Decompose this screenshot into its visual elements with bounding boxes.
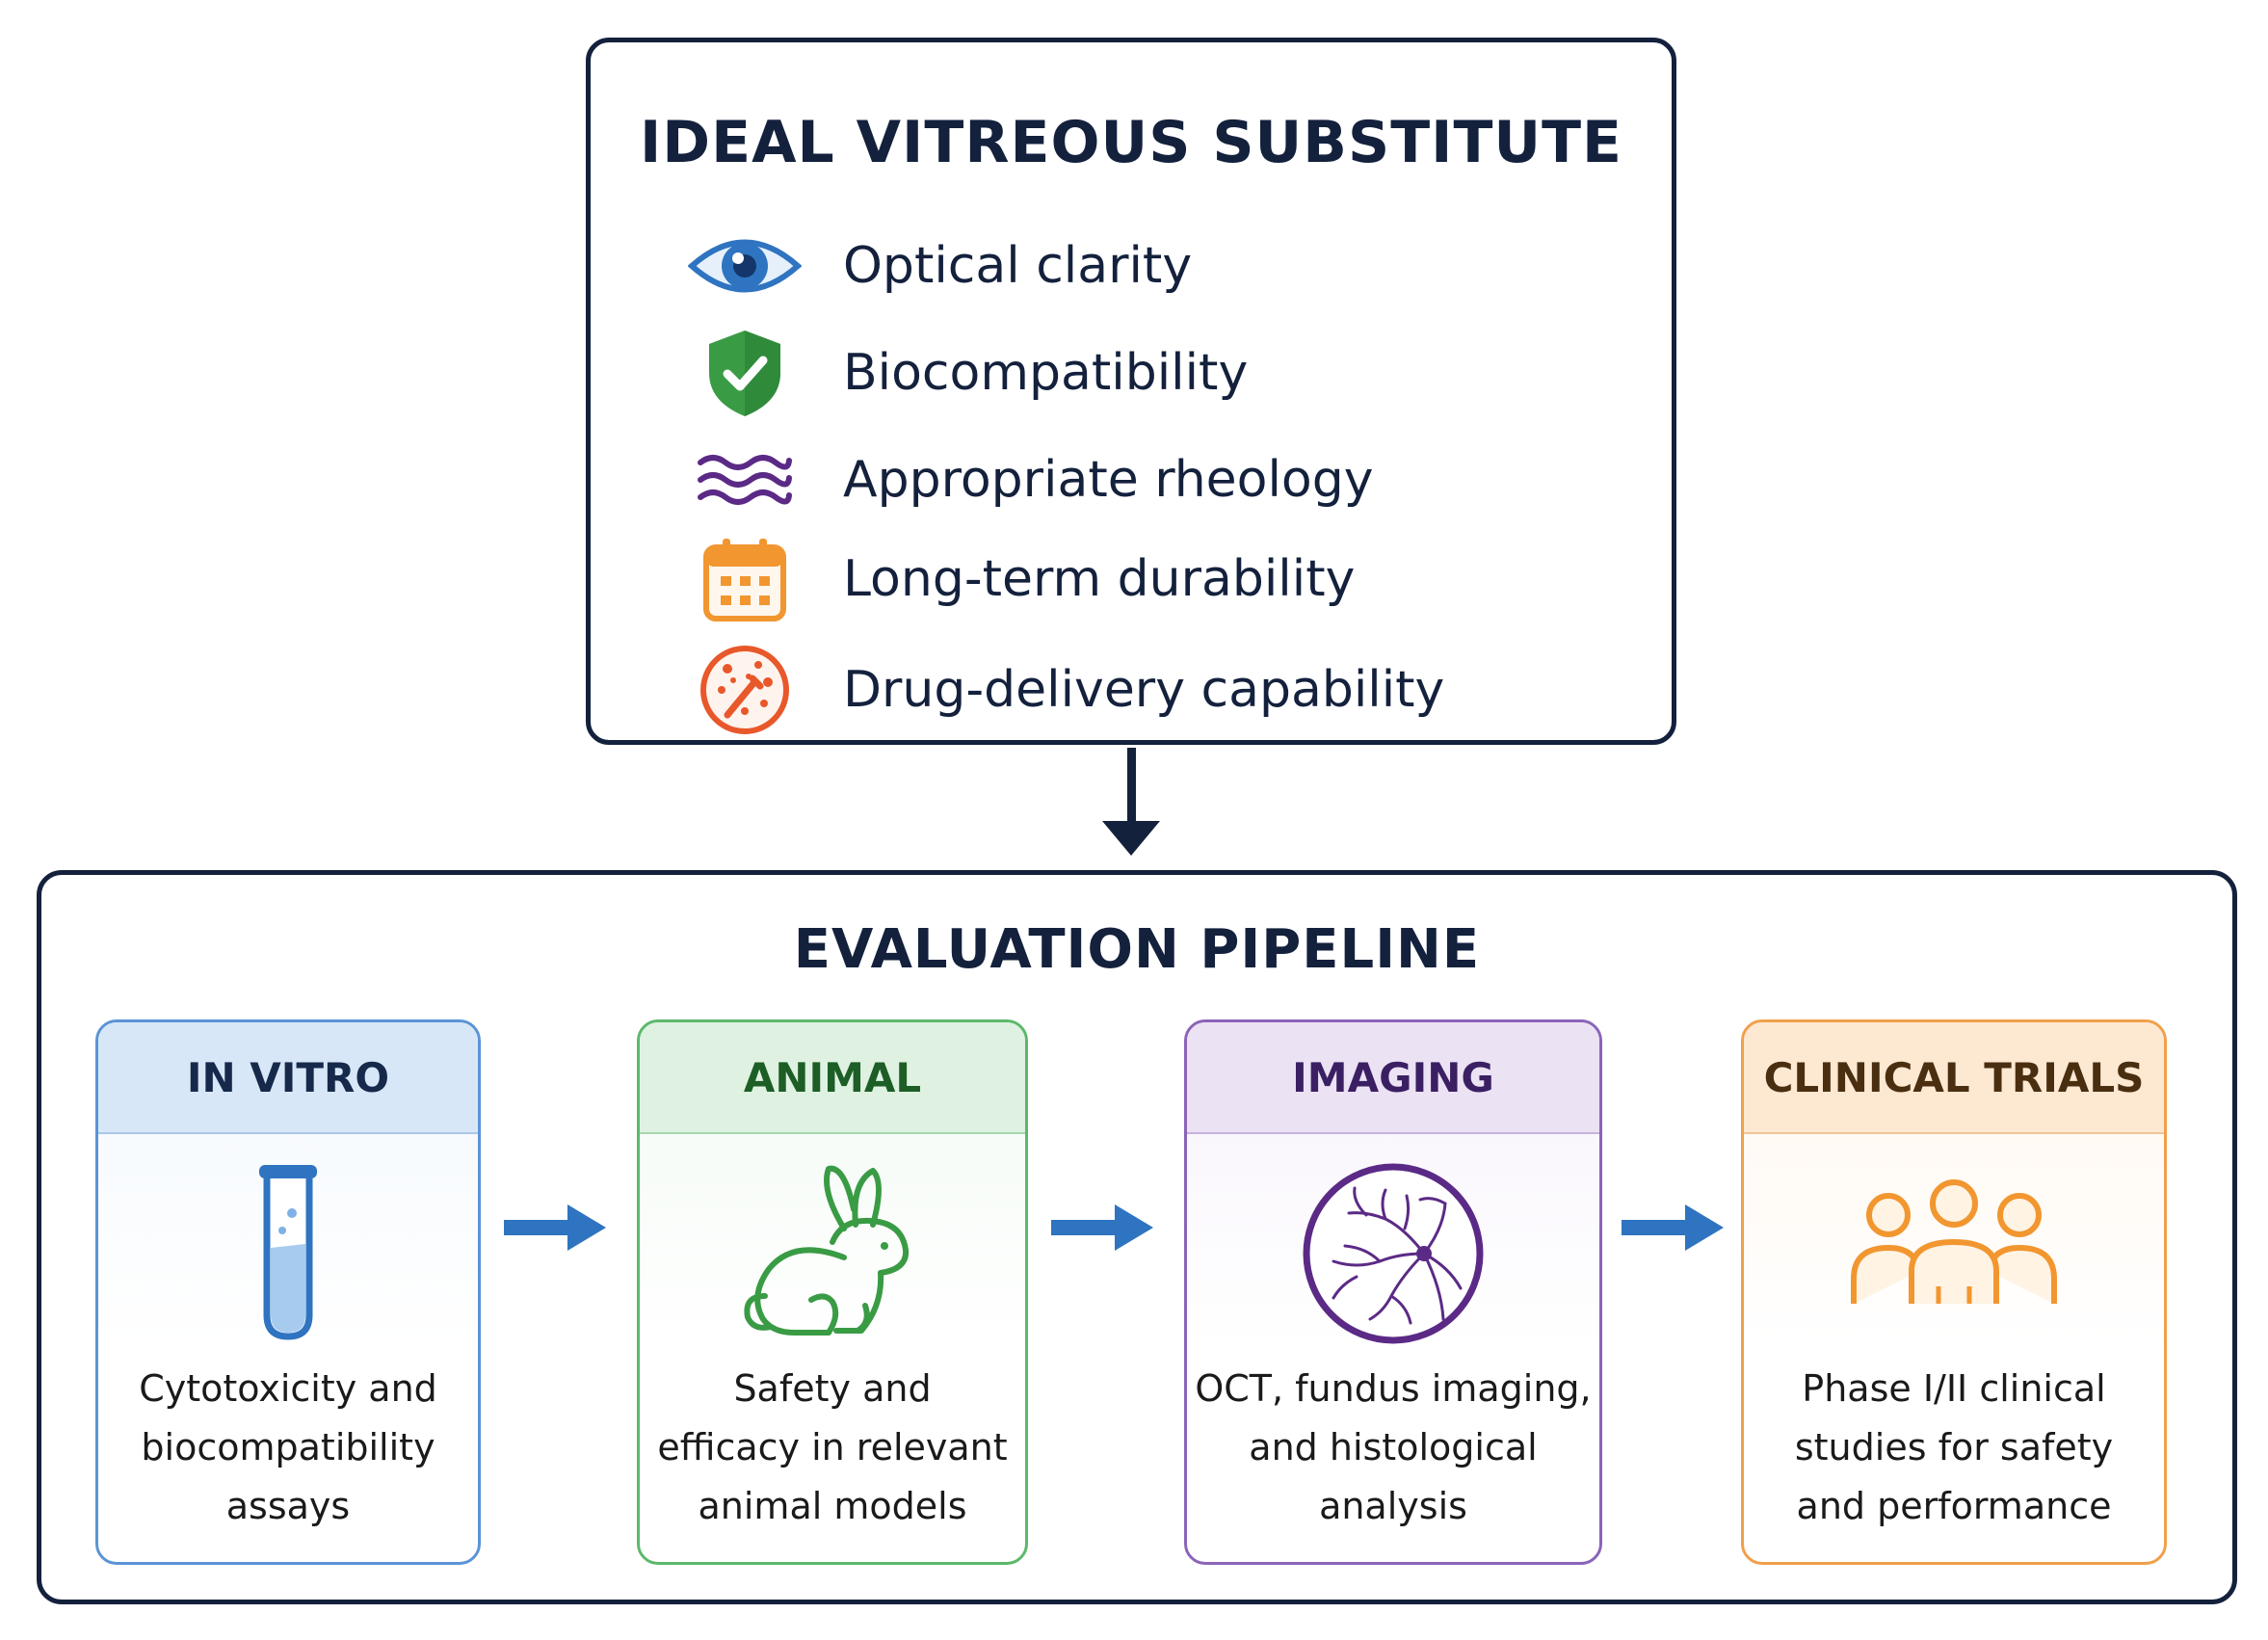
stage-card-imaging: IMAGING <box>1184 1019 1602 1565</box>
property-drug-delivery-capability: Drug-delivery capability <box>591 642 1672 738</box>
shield-check-icon <box>687 325 803 421</box>
stage-description: Safety and efficacy in relevant animal m… <box>657 1367 1008 1527</box>
property-label: Optical clarity <box>843 237 1193 295</box>
stage-title: IN VITRO <box>98 1022 478 1134</box>
rabbit-icon <box>640 1161 1025 1344</box>
retina-icon <box>1187 1161 1599 1344</box>
right-arrow-icon <box>504 1204 606 1251</box>
stage-description: Phase I/II clinical studies for safety a… <box>1794 1367 2114 1527</box>
property-biocompatibility: Biocompatibility <box>591 325 1672 421</box>
evaluation-pipeline-panel: EVALUATION PIPELINE IN VITRO Cytotoxicit… <box>37 870 2237 1604</box>
ideal-vitreous-substitute-panel: IDEAL VITREOUS SUBSTITUTE Optical clarit… <box>586 38 1676 745</box>
waves-icon <box>687 432 803 528</box>
property-label: Appropriate rheology <box>843 451 1374 509</box>
test-tube-icon <box>98 1161 478 1344</box>
eye-icon <box>687 218 803 314</box>
down-arrow-icon <box>1102 748 1160 856</box>
stage-card-animal: ANIMAL Safety and efficacy in relevant <box>637 1019 1028 1565</box>
property-label: Long-term durability <box>843 550 1356 608</box>
stage-description: OCT, fundus imaging, and histological an… <box>1195 1367 1592 1527</box>
stage-title: IMAGING <box>1187 1022 1599 1134</box>
stage-title: ANIMAL <box>640 1022 1025 1134</box>
people-group-icon <box>1744 1161 2164 1344</box>
right-arrow-icon <box>1051 1204 1153 1251</box>
property-appropriate-rheology: Appropriate rheology <box>591 432 1672 528</box>
stage-card-clinical-trials: CLINICAL TRIALS Phase I/II clinical stud… <box>1741 1019 2167 1565</box>
property-long-term-durability: Long-term durability <box>591 531 1672 627</box>
property-optical-clarity: Optical clarity <box>591 218 1672 314</box>
stage-title: CLINICAL TRIALS <box>1744 1022 2164 1134</box>
ideal-vitreous-substitute-title: IDEAL VITREOUS SUBSTITUTE <box>639 109 1623 176</box>
right-arrow-icon <box>1622 1204 1724 1251</box>
stage-description: Cytotoxicity and biocompatibility assays <box>139 1367 437 1527</box>
property-label: Drug-delivery capability <box>843 661 1445 719</box>
property-label: Biocompatibility <box>843 344 1249 402</box>
drug-particle-icon <box>687 642 803 738</box>
evaluation-pipeline-title: EVALUATION PIPELINE <box>793 918 1481 981</box>
calendar-icon <box>687 531 803 627</box>
stage-card-in-vitro: IN VITRO Cytotoxicity and biocompatibili… <box>95 1019 481 1565</box>
